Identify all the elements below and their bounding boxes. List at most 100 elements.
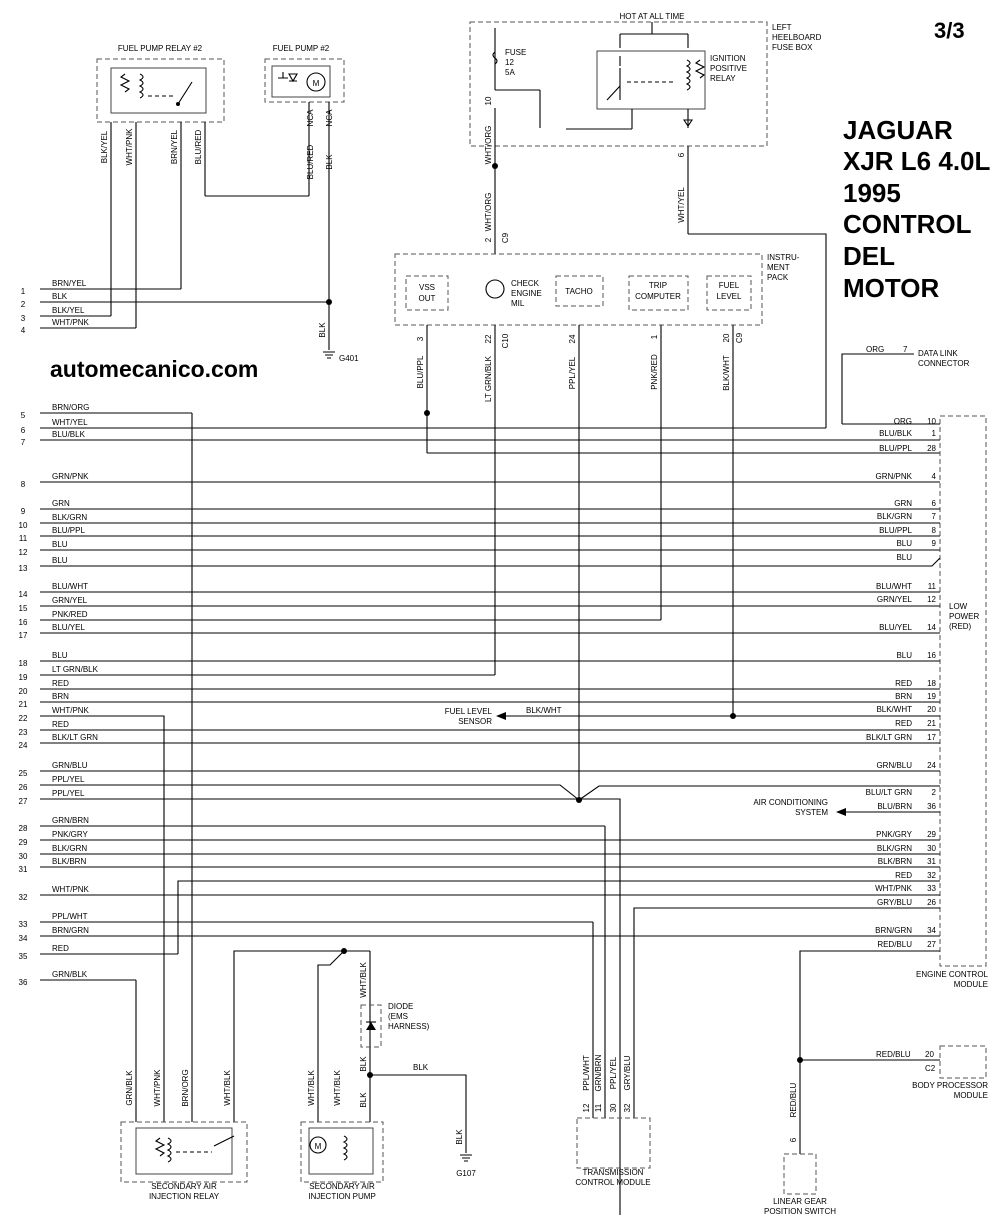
ac-label: AIR CONDITIONING xyxy=(753,798,828,807)
lgps-box xyxy=(783,1153,817,1195)
connector-label: C10 xyxy=(501,333,510,348)
sair-relay-label: SECONDARY AIR xyxy=(151,1182,217,1191)
wire-label: GRN/BLK xyxy=(125,1070,134,1106)
ecm-pin: 24 xyxy=(927,761,936,770)
tcm-label: CONTROL MODULE xyxy=(575,1178,650,1187)
fuse-label: 12 xyxy=(505,58,514,67)
wire-label: WHT/PNK xyxy=(125,128,134,166)
ac-label: SYSTEM xyxy=(795,808,828,817)
pin-label: 7 xyxy=(903,345,908,354)
motor-icon xyxy=(309,1136,327,1154)
pin-label: 22 xyxy=(484,334,493,343)
ecm-wire-color: RED/BLU xyxy=(877,940,912,949)
ground-g107: G107 xyxy=(456,1154,476,1178)
fuel-level-label: LEVEL xyxy=(717,292,742,301)
ecm-pin: 6 xyxy=(932,499,937,508)
wire-label: BLU/RED xyxy=(194,129,203,164)
wire-label: BLK xyxy=(325,154,334,170)
wire-label: GRY/BLU xyxy=(623,1055,632,1090)
ecm-wire-color: BLU/PPL xyxy=(879,444,912,453)
wire-label: BLK xyxy=(455,1129,464,1145)
ecm-wire-color: BLK/WHT xyxy=(876,705,912,714)
trip-computer-label: COMPUTER xyxy=(635,292,681,301)
fuse-box-label: HEELBOARD xyxy=(772,33,822,42)
ecm-wire-color: WHT/PNK xyxy=(875,884,913,893)
ecm-wire-color: BLU/YEL xyxy=(879,623,912,632)
pin-label: NCA xyxy=(325,109,334,127)
ecm-wire-color: BLU/BRN xyxy=(877,802,912,811)
wire-number: 12 xyxy=(19,548,28,557)
instrument-pack-label: MENT xyxy=(767,263,790,272)
hot-at-all-time-label: HOT AT ALL TIME xyxy=(620,12,685,21)
ecm-pin: 12 xyxy=(927,595,936,604)
check-engine-label: ENGINE xyxy=(511,289,542,298)
connector-label: C9 xyxy=(735,332,744,343)
pin-label: 12 xyxy=(582,1103,591,1112)
ecm-wire-color: BLU/WHT xyxy=(876,582,912,591)
dlc-label: DATA LINK xyxy=(918,349,958,358)
wire-number: 3 xyxy=(21,314,26,323)
tcm-label: TRANSMISSION xyxy=(583,1168,644,1177)
bpm-box xyxy=(939,1045,987,1079)
tcm-box xyxy=(576,1117,651,1169)
wire-color-label: BLK/LT GRN xyxy=(52,733,98,742)
wire-color-label: WHT/PNK xyxy=(52,706,90,715)
ecm-pin: 1 xyxy=(932,429,937,438)
wire-label: PPL/YEL xyxy=(568,356,577,389)
wire-label: WHT/BLK xyxy=(223,1070,232,1106)
wire-number: 6 xyxy=(21,426,26,435)
wire-color-label: PPL/YEL xyxy=(52,775,85,784)
connector-label: C9 xyxy=(501,232,510,243)
wire-color-label: BLK/GRN xyxy=(52,844,87,853)
ecm-wire-color: RED xyxy=(895,679,912,688)
ecm-wire-color: BRN xyxy=(895,692,912,701)
wire-label: WHT/PNK xyxy=(153,1069,162,1107)
bpm-label: MODULE xyxy=(954,1091,988,1100)
ecm-pin: 8 xyxy=(932,526,937,535)
pin-label: 24 xyxy=(568,334,577,343)
ecm-wire-color: BLU xyxy=(896,651,912,660)
svg-text:G401: G401 xyxy=(339,354,359,363)
wire-color-label: WHT/PNK xyxy=(52,885,90,894)
pin-label: NCA xyxy=(306,109,315,127)
wire-color-label: GRN/BLK xyxy=(52,970,88,979)
ecm-pin: 26 xyxy=(927,898,936,907)
ecm-wire-color: GRN/PNK xyxy=(876,472,913,481)
ecm-wire-color: BLK/GRN xyxy=(877,512,912,521)
wire-color-label: BRN xyxy=(52,692,69,701)
wire-label: WHT/ORG xyxy=(484,126,493,165)
ecm-wire-color: BLU xyxy=(896,539,912,548)
ecm-pin: 18 xyxy=(927,679,936,688)
ecm-pin: 29 xyxy=(927,830,936,839)
ecm-wire-color: BRN/GRN xyxy=(875,926,912,935)
wire-color-label: BLU xyxy=(52,651,68,660)
wire-color-label: GRN/YEL xyxy=(52,596,88,605)
wire-number: 2 xyxy=(21,300,26,309)
pin-label: 20 xyxy=(722,333,731,342)
wire-color-label: GRN/BRN xyxy=(52,816,89,825)
ecm-pin: 36 xyxy=(927,802,936,811)
wire-number: 27 xyxy=(19,797,28,806)
trip-computer-label: TRIP xyxy=(649,281,667,290)
wire-number: 14 xyxy=(19,590,28,599)
ecm-pin: 20 xyxy=(927,705,936,714)
ecm-pin: 10 xyxy=(927,417,936,426)
wire-color-label: PPL/WHT xyxy=(52,912,88,921)
wire-label: BRN/ORG xyxy=(181,1069,190,1106)
wire-number: 31 xyxy=(19,865,28,874)
pin-label: 20 xyxy=(925,1050,934,1059)
instrument-pack-label: INSTRU- xyxy=(767,253,800,262)
fuel-level-label: FUEL xyxy=(719,281,740,290)
lgps-label: LINEAR GEAR xyxy=(773,1197,827,1206)
wire-number: 36 xyxy=(19,978,28,987)
wire-color-label: BLK/YEL xyxy=(52,306,85,315)
wire-color-label: RED xyxy=(52,679,69,688)
ecm-pin: 31 xyxy=(927,857,936,866)
wire-color-label: BLU/PPL xyxy=(52,526,85,535)
wire-number: 1 xyxy=(21,287,26,296)
vss-label: OUT xyxy=(419,294,436,303)
low-power-label: LOW xyxy=(949,602,968,611)
ecm-wire-color: GRY/BLU xyxy=(877,898,912,907)
